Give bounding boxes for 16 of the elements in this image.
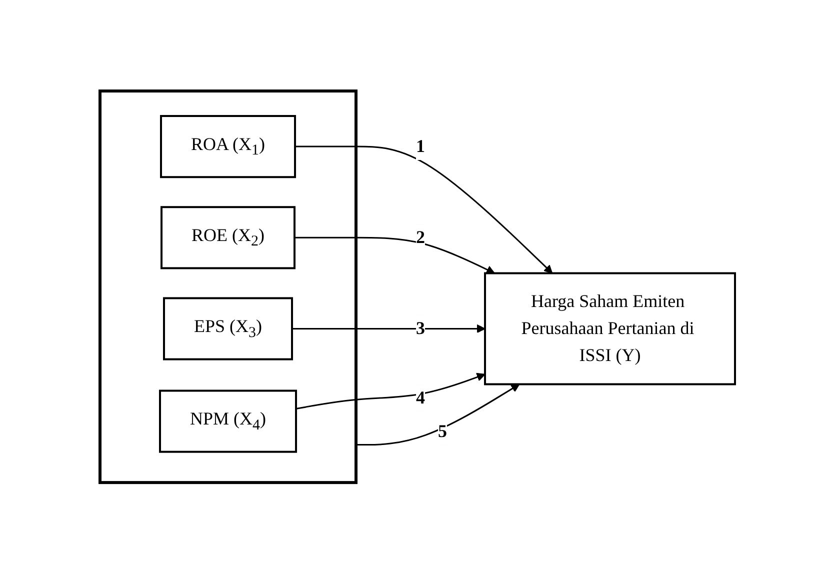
edge-label: 1 <box>416 136 425 156</box>
edge-label: 2 <box>416 226 425 247</box>
edge-label: 3 <box>416 318 425 338</box>
cluster <box>98 89 358 484</box>
edge-label: 5 <box>438 420 447 441</box>
node-box: ROE (X$_{2}$) <box>160 206 296 269</box>
arrow <box>294 236 495 274</box>
node-box: EPS (X$_{3}$) <box>163 296 293 360</box>
node-box: ROA (X$_{1}$) <box>160 114 296 178</box>
node-box: NPM (X$_{4}$) <box>159 389 297 453</box>
arrow <box>295 146 553 274</box>
arrow <box>292 324 486 333</box>
edge-label: 4 <box>416 386 425 407</box>
node-box: Harga Saham Emiten Perusahaan Pertanian di ISSI (Y) <box>484 272 736 385</box>
arrow <box>356 384 520 446</box>
arrow <box>296 372 486 410</box>
